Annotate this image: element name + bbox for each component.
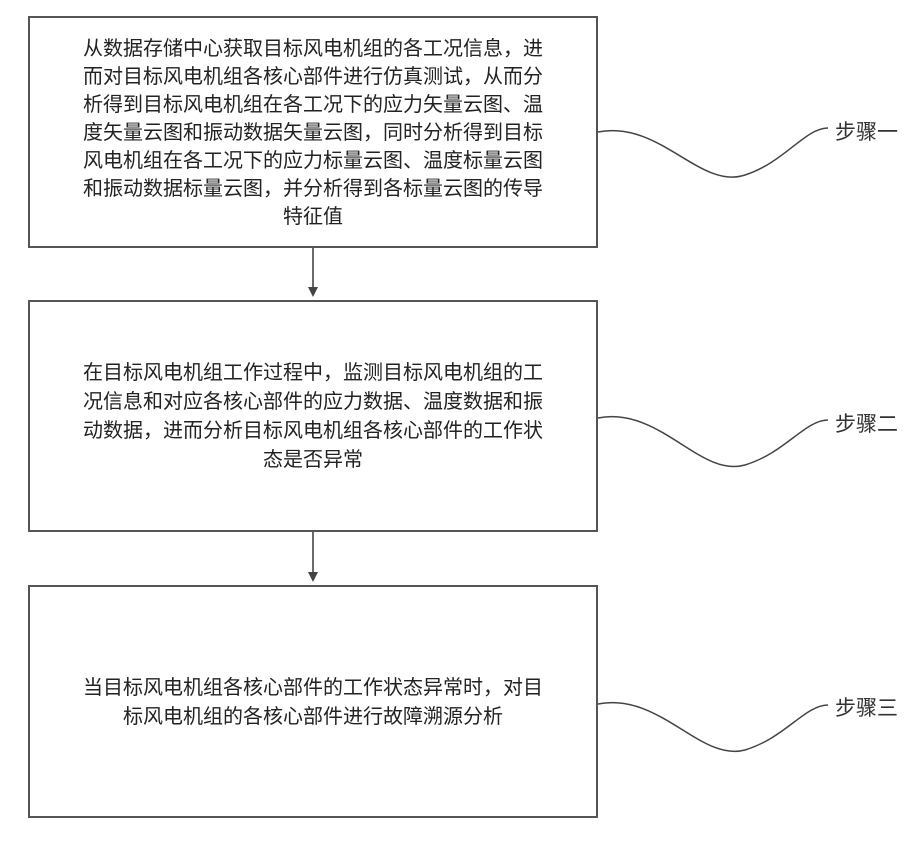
step-one-box: 从数据存储中心获取目标风电机组的各工况信息，进 而对目标风电机组各核心部件进行仿… xyxy=(28,16,598,248)
step-three-box: 当目标风电机组各核心部件的工作状态异常时，对目 标风电机组的各核心部件进行故障溯… xyxy=(28,585,598,818)
step-one-text: 从数据存储中心获取目标风电机组的各工况信息，进 而对目标风电机组各核心部件进行仿… xyxy=(77,34,549,230)
step-two-box: 在目标风电机组工作过程中，监测目标风电机组的工 况信息和对应各核心部件的应力数据… xyxy=(28,300,598,532)
step-one-label: 步骤一 xyxy=(835,116,898,146)
leader-line-step3 xyxy=(598,703,828,752)
step-two-text: 在目标风电机组工作过程中，监测目标风电机组的工 况信息和对应各核心部件的应力数据… xyxy=(83,358,543,474)
step-two-label: 步骤二 xyxy=(835,408,898,438)
leader-line-step1 xyxy=(598,128,828,177)
step-three-text: 当目标风电机组各核心部件的工作状态异常时，对目 标风电机组的各核心部件进行故障溯… xyxy=(83,673,543,731)
leader-line-step2 xyxy=(598,417,828,467)
step-three-label: 步骤三 xyxy=(835,692,898,722)
